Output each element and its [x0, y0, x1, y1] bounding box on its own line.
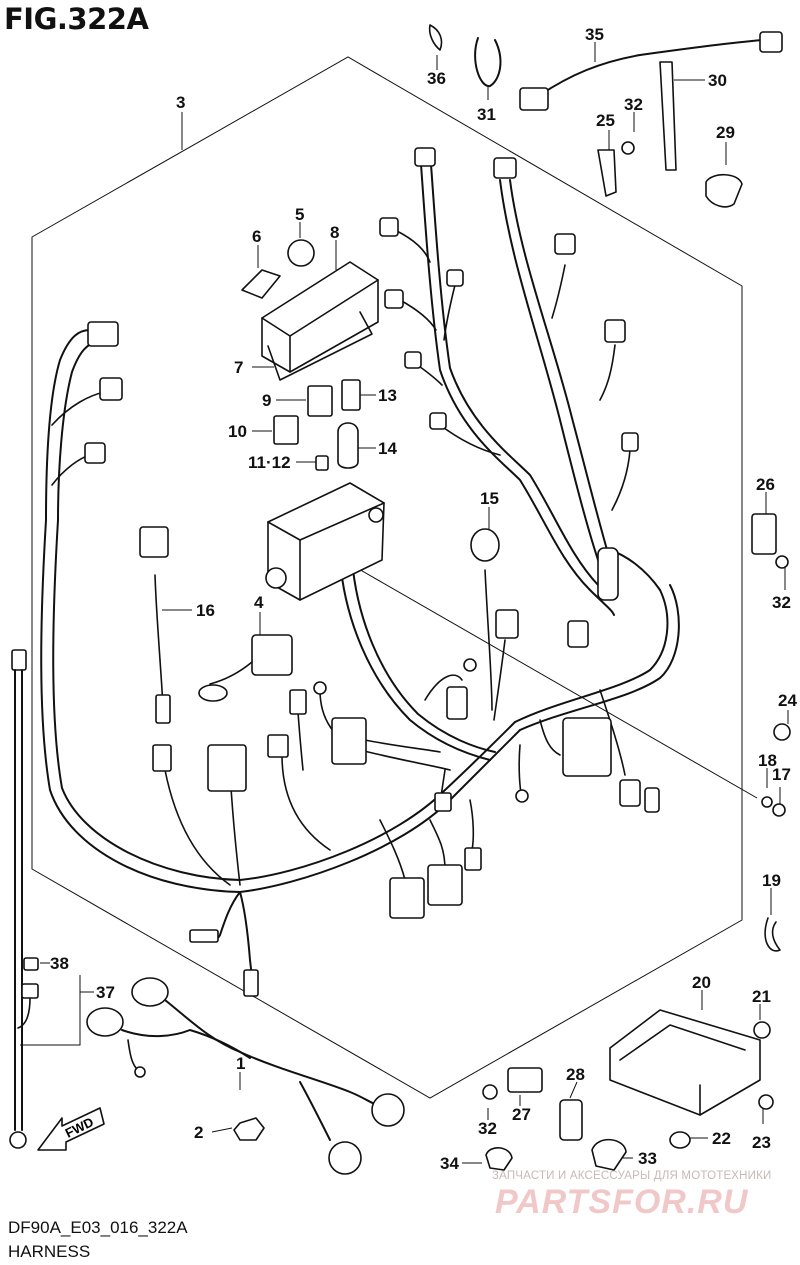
callout-24: 24	[778, 691, 797, 710]
callout-32-right: 32	[772, 593, 791, 612]
bracket-26	[751, 513, 789, 569]
figure-title: FIG.322A	[4, 2, 149, 36]
clip-6	[241, 269, 281, 299]
callout-5: 5	[295, 205, 304, 224]
callout-38: 38	[50, 954, 69, 973]
bolt-32-lower	[482, 1084, 498, 1100]
washer-18	[761, 796, 773, 808]
callout-7: 7	[234, 358, 243, 377]
clip-36	[428, 24, 443, 51]
figure-code: DF90A_E03_016_322A	[8, 1218, 188, 1237]
relay-9	[307, 385, 333, 417]
callout-20: 20	[692, 973, 711, 992]
callout-18: 18	[758, 751, 777, 770]
callout-11-12: 11·12	[248, 453, 291, 472]
callout-17: 17	[772, 765, 791, 784]
cap-14	[337, 422, 359, 469]
clip-19	[764, 917, 781, 952]
callout-14: 14	[378, 439, 397, 458]
callout-37: 37	[96, 983, 115, 1002]
callout-2: 2	[194, 1123, 203, 1142]
callout-32-top: 32	[624, 95, 643, 114]
callout-4: 4	[254, 593, 264, 612]
washer-21	[753, 1021, 771, 1039]
callout-labels: 3 1 2 4 5 6 7 8 9 10 11·12 13 14 15 16 1…	[50, 25, 797, 1173]
nut-17	[772, 803, 786, 817]
sensor-4	[198, 634, 293, 702]
callout-36: 36	[427, 69, 446, 88]
nut-2	[233, 1117, 265, 1141]
callout-35: 35	[585, 25, 604, 44]
sensor-15	[470, 528, 500, 562]
fwd-arrow: FWD	[37, 1107, 105, 1151]
callout-33: 33	[638, 1149, 657, 1168]
callout-28: 28	[566, 1065, 585, 1084]
bracket-20	[609, 1009, 761, 1116]
callout-32-bottom: 32	[478, 1119, 497, 1138]
svg-text:FWD: FWD	[63, 1114, 96, 1140]
clamp-33	[591, 1138, 627, 1171]
figure-caption: HARNESS	[8, 1242, 91, 1261]
callout-30: 30	[708, 71, 727, 90]
callout-16: 16	[196, 601, 215, 620]
callout-23: 23	[752, 1133, 771, 1152]
relay-13	[341, 379, 361, 411]
bracket-25	[597, 141, 635, 197]
callout-13: 13	[378, 386, 397, 405]
callout-6: 6	[252, 227, 261, 246]
grommet-5	[287, 239, 315, 267]
callout-9: 9	[262, 391, 271, 410]
plate-27	[507, 1067, 543, 1093]
tie-30	[659, 61, 677, 171]
callout-19: 19	[762, 871, 781, 890]
callout-10: 10	[228, 422, 247, 441]
grommet-22	[669, 1131, 691, 1149]
fuse-11-12	[315, 455, 329, 471]
battery-cable-37	[9, 649, 39, 1149]
seal-gasket-7	[267, 311, 373, 381]
screw-23	[758, 1094, 774, 1110]
harness-35	[519, 31, 783, 111]
relay-box-8	[261, 261, 379, 373]
sub-harness-1	[86, 977, 405, 1175]
relay-10	[273, 415, 299, 445]
callout-31: 31	[477, 105, 496, 124]
callout-15: 15	[480, 489, 499, 508]
callout-34: 34	[440, 1154, 459, 1173]
bolt-24	[773, 723, 791, 741]
callout-29: 29	[716, 123, 735, 142]
harness-connectors	[84, 147, 660, 997]
callout-8: 8	[330, 223, 339, 242]
clamp-29	[705, 173, 743, 208]
watermark-tagline: ЗАПЧАСТИ И АКСЕССУАРЫ ДЛЯ МОТОТЕХНИКИ	[492, 1170, 772, 1182]
callout-26: 26	[756, 475, 775, 494]
callout-21: 21	[752, 987, 771, 1006]
band-31	[474, 37, 502, 87]
fuse-box-lower	[265, 482, 385, 601]
plate-28	[559, 1099, 583, 1141]
callout-25: 25	[596, 111, 615, 130]
assembly-frame	[31, 56, 743, 1099]
callout-3: 3	[176, 93, 185, 112]
watermark-logo: PARTSFOR.RU	[495, 1183, 749, 1221]
callout-27: 27	[512, 1105, 531, 1124]
callout-22: 22	[712, 1129, 731, 1148]
clamp-34	[485, 1147, 513, 1171]
callout-1: 1	[236, 1054, 245, 1073]
